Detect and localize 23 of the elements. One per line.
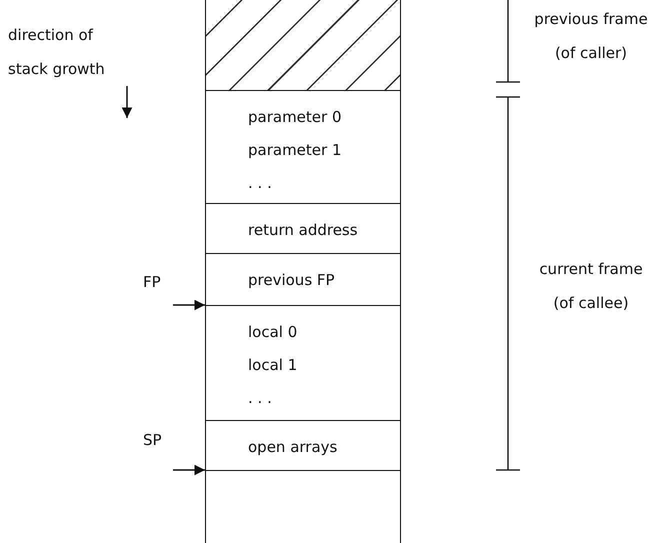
cell-text: return address bbox=[248, 220, 359, 241]
annotation-text: previous frame (of caller) bbox=[533, 9, 649, 64]
cell-text: parameter 0 bbox=[248, 107, 343, 128]
hatched-cell bbox=[205, 0, 401, 90]
pointer-label: SP bbox=[143, 430, 169, 450]
arrow bbox=[173, 300, 205, 310]
annotation-text: direction of stack growth bbox=[8, 25, 106, 80]
stack-cell bbox=[205, 305, 401, 420]
cell-text: . . . bbox=[248, 388, 273, 409]
stack-cell bbox=[205, 203, 401, 253]
stack-cell bbox=[205, 470, 401, 543]
stack-cell bbox=[205, 90, 401, 203]
stack-cell bbox=[205, 253, 401, 305]
cell-text: local 0 bbox=[248, 322, 298, 343]
arrow bbox=[173, 464, 205, 476]
cell-text: . . . bbox=[248, 173, 273, 194]
cell-text: parameter 1 bbox=[248, 140, 343, 161]
stack-cell bbox=[205, 420, 401, 470]
cell-text: open arrays bbox=[248, 437, 338, 458]
pointer-label: FP bbox=[143, 272, 169, 292]
cell-text: previous FP bbox=[248, 270, 336, 291]
cell-text: local 1 bbox=[248, 355, 298, 376]
annotation-text: current frame (of callee) bbox=[538, 259, 644, 314]
